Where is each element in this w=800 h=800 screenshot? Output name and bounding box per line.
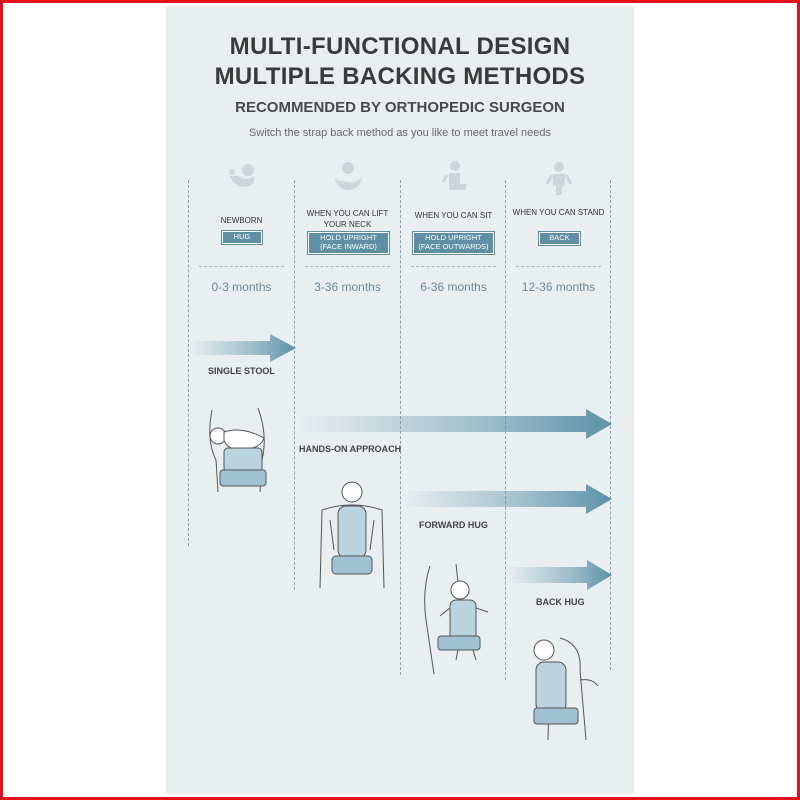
arrow-back-hug [507,560,612,590]
tagline: Switch the strap back method as you like… [248,127,552,139]
carrier-illustration-face-inward [319,481,385,589]
newborn-icon [228,164,254,187]
method-label-single-stool: SINGLE STOOL [208,366,275,376]
baby-lift-neck-icon [333,162,362,191]
stage-separator [199,266,284,267]
stage-column-lift-neck: WHEN YOU CAN LIFT YOUR NECK HOLD UPRIGHT… [295,160,400,294]
subtitle: RECOMMENDED BY ORTHOPEDIC SURGEON [235,99,565,116]
stage-badge: HUG [221,230,263,245]
stage-separator [516,266,601,267]
baby-sit-icon [441,161,466,190]
stage-label: WHEN YOU CAN LIFT YOUR NECK [306,209,389,229]
stage-badge: HOLD UPRIGHT (FACE OUTWARDS) [412,231,495,255]
stage-label: NEWBORN [220,216,263,225]
divider-line-5 [610,180,611,670]
stage-separator [411,266,496,267]
stage-age: 3-36 months [314,280,381,294]
carrier-illustration-hip-seat [209,407,267,493]
carrier-illustration-face-outward [424,563,489,675]
stage-age: 6-36 months [420,280,487,294]
stage-age: 12-36 months [521,280,596,294]
title-line-2: MULTIPLE BACKING METHODS [214,63,586,90]
arrow-single-stool [190,334,296,362]
stage-column-stand: WHEN YOU CAN STAND BACK 12-36 months [506,160,611,294]
title-line-1: MULTI-FUNCTIONAL DESIGN [229,33,571,60]
stage-column-sit: WHEN YOU CAN SIT HOLD UPRIGHT (FACE OUTW… [401,160,506,294]
stage-column-newborn: NEWBORN HUG 0-3 months [189,160,294,294]
divider-line-1 [188,180,189,546]
method-label-forward-hug: FORWARD HUG [419,520,488,530]
stage-label: WHEN YOU CAN SIT [414,211,493,220]
divider-line-2 [294,180,295,590]
stage-label: WHEN YOU CAN STAND [512,208,605,217]
method-label-hands-on: HANDS-ON APPROACH [299,444,402,454]
baby-stand-icon [545,162,572,195]
stage-separator [305,266,390,267]
carrier-illustration-back-carry [533,637,599,741]
stage-badge: HOLD UPRIGHT (FACE INWARD) [307,231,390,255]
stage-badge: BACK [538,231,581,246]
stage-age: 0-3 months [211,280,272,294]
method-label-back-hug: BACK HUG [536,597,585,607]
arrow-hands-on-approach [296,409,612,439]
arrow-forward-hug [402,484,612,514]
